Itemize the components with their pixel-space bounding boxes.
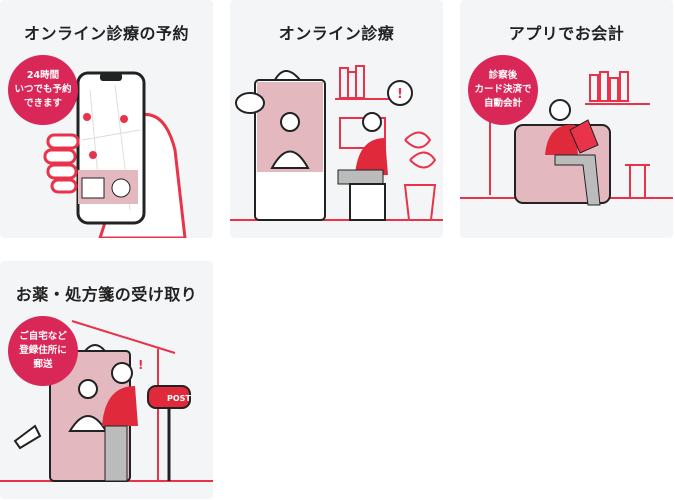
card-title: アプリでお会計 [508, 24, 625, 43]
svg-text:!: ! [397, 87, 403, 102]
sofa-illustration [460, 71, 673, 206]
badge-line: 郵送 [33, 359, 53, 370]
svg-text:!: ! [138, 358, 143, 372]
card-title: オンライン診療の予約 [23, 24, 189, 43]
badge-line: 診察後 [488, 70, 518, 81]
smartphone-illustration [43, 71, 187, 238]
badge-line: できます [23, 98, 62, 109]
card-medicine-delivery[interactable]: お薬・処方箋の受け取り ご自宅など登録住所に郵送 ! POST [0, 261, 213, 499]
card-app-payment[interactable]: アプリでお会計 診察後カード決済で自動会計 [460, 0, 673, 238]
card-online-consultation[interactable]: オンライン診療 ! [230, 0, 443, 238]
postbox-label: POST [167, 394, 191, 403]
badge: 24時間いつでも予約できます [8, 55, 78, 125]
consultation-illustration: ! [230, 65, 443, 221]
badge-line: 登録住所に [19, 345, 67, 356]
badge-line: カード決済で [474, 84, 532, 95]
house-delivery-illustration: ! POST [0, 320, 213, 482]
badge-line: ご自宅など [19, 331, 67, 342]
badge-line: 24時間 [26, 70, 60, 81]
card-title: お薬・処方箋の受け取り [15, 285, 198, 304]
badge-line: いつでも予約 [14, 84, 72, 95]
badge: 診察後カード決済で自動会計 [468, 55, 538, 125]
badge-line: 自動会計 [483, 98, 522, 109]
card-online-reservation[interactable]: オンライン診療の予約 24時間いつでも予約できます [0, 0, 213, 238]
badge: ご自宅など登録住所に郵送 [8, 316, 78, 386]
card-title: オンライン診療 [278, 24, 395, 43]
